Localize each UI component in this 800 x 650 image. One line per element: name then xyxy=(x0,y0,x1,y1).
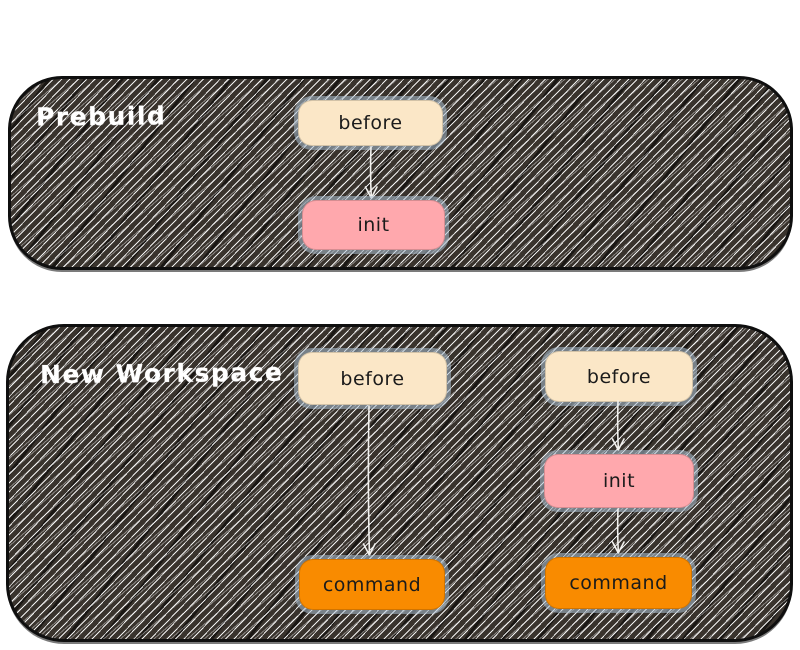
panel-new-workspace-label: New Workspace xyxy=(39,357,284,390)
arrow-down-icon xyxy=(606,508,630,557)
node-label: command xyxy=(569,572,668,594)
panel-prebuild-label: Prebuild xyxy=(35,101,167,132)
node-prebuild-before: before xyxy=(298,100,443,146)
node-label: command xyxy=(322,573,422,596)
node-workspace-right-init: init xyxy=(544,454,694,508)
node-workspace-right-command: command xyxy=(545,557,692,609)
arrow-down-icon xyxy=(606,400,630,454)
node-label: init xyxy=(602,470,636,492)
arrow-down-icon xyxy=(359,146,383,202)
node-label: before xyxy=(586,365,652,388)
arrow-down-icon xyxy=(357,405,381,559)
node-label: before xyxy=(340,367,405,390)
node-label: before xyxy=(338,112,403,134)
node-workspace-right-before: before xyxy=(545,351,693,402)
node-label: init xyxy=(357,214,390,236)
node-workspace-left-before: before xyxy=(298,352,447,405)
node-workspace-left-command: command xyxy=(299,559,445,610)
node-prebuild-init: init xyxy=(302,200,445,250)
